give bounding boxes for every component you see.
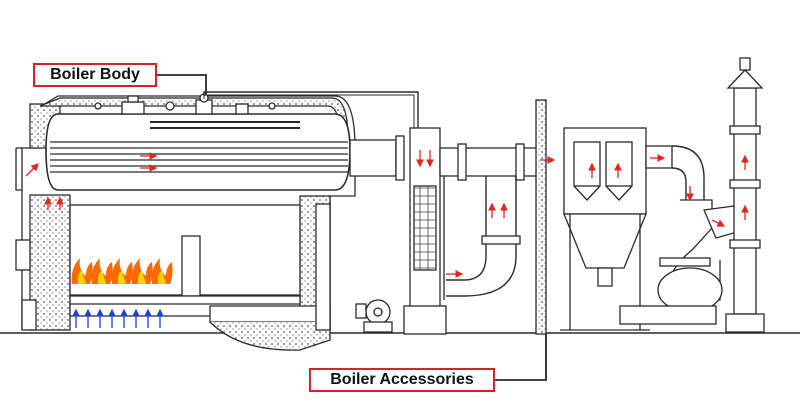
boiler-accessories	[349, 57, 765, 380]
fan-icon	[355, 299, 393, 333]
air-flow-arrows	[72, 308, 164, 328]
leader-lines	[157, 74, 547, 381]
boiler-body-label: Boiler Body	[33, 63, 157, 87]
boiler-body	[15, 91, 419, 351]
boiler-accessories-label: Boiler Accessories	[309, 368, 495, 392]
flame-icon	[71, 258, 173, 284]
arrow-icon	[416, 150, 749, 278]
